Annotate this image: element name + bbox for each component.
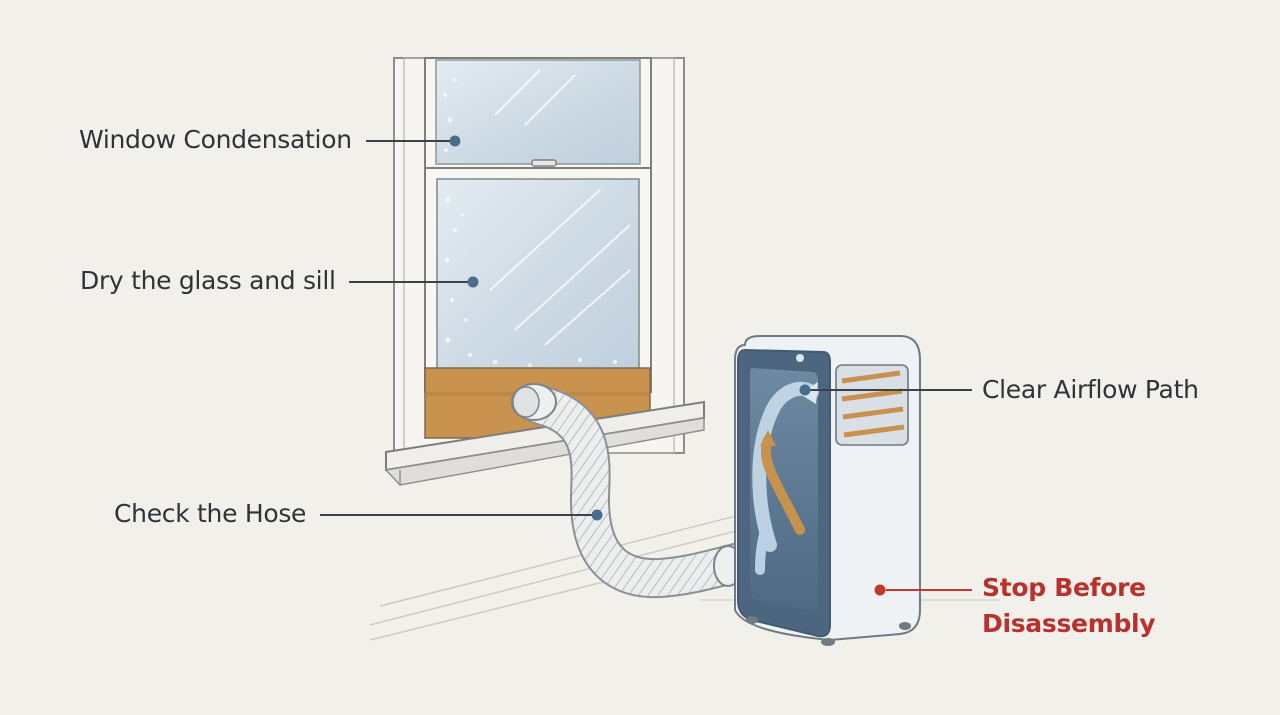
marker-stop bbox=[874, 584, 886, 596]
label-stop-line2: Disassembly bbox=[982, 609, 1156, 638]
label-stop-line1: Stop Before bbox=[982, 573, 1146, 602]
marker-condensation bbox=[449, 135, 461, 147]
marker-airflow bbox=[799, 384, 811, 396]
label-dry-glass: Dry the glass and sill bbox=[80, 266, 336, 295]
callout-leaders bbox=[320, 135, 972, 596]
label-window-condensation: Window Condensation bbox=[79, 125, 352, 154]
portable-ac-unit bbox=[734, 335, 921, 646]
marker-hose bbox=[591, 509, 603, 521]
window bbox=[384, 57, 705, 486]
lower-glass bbox=[436, 178, 640, 380]
condensation-droplets bbox=[443, 78, 617, 367]
label-airflow: Clear Airflow Path bbox=[982, 375, 1199, 404]
marker-dry-glass bbox=[467, 276, 479, 288]
label-stop-disassembly: Stop Before Disassembly bbox=[982, 570, 1212, 642]
label-check-hose: Check the Hose bbox=[114, 499, 307, 528]
